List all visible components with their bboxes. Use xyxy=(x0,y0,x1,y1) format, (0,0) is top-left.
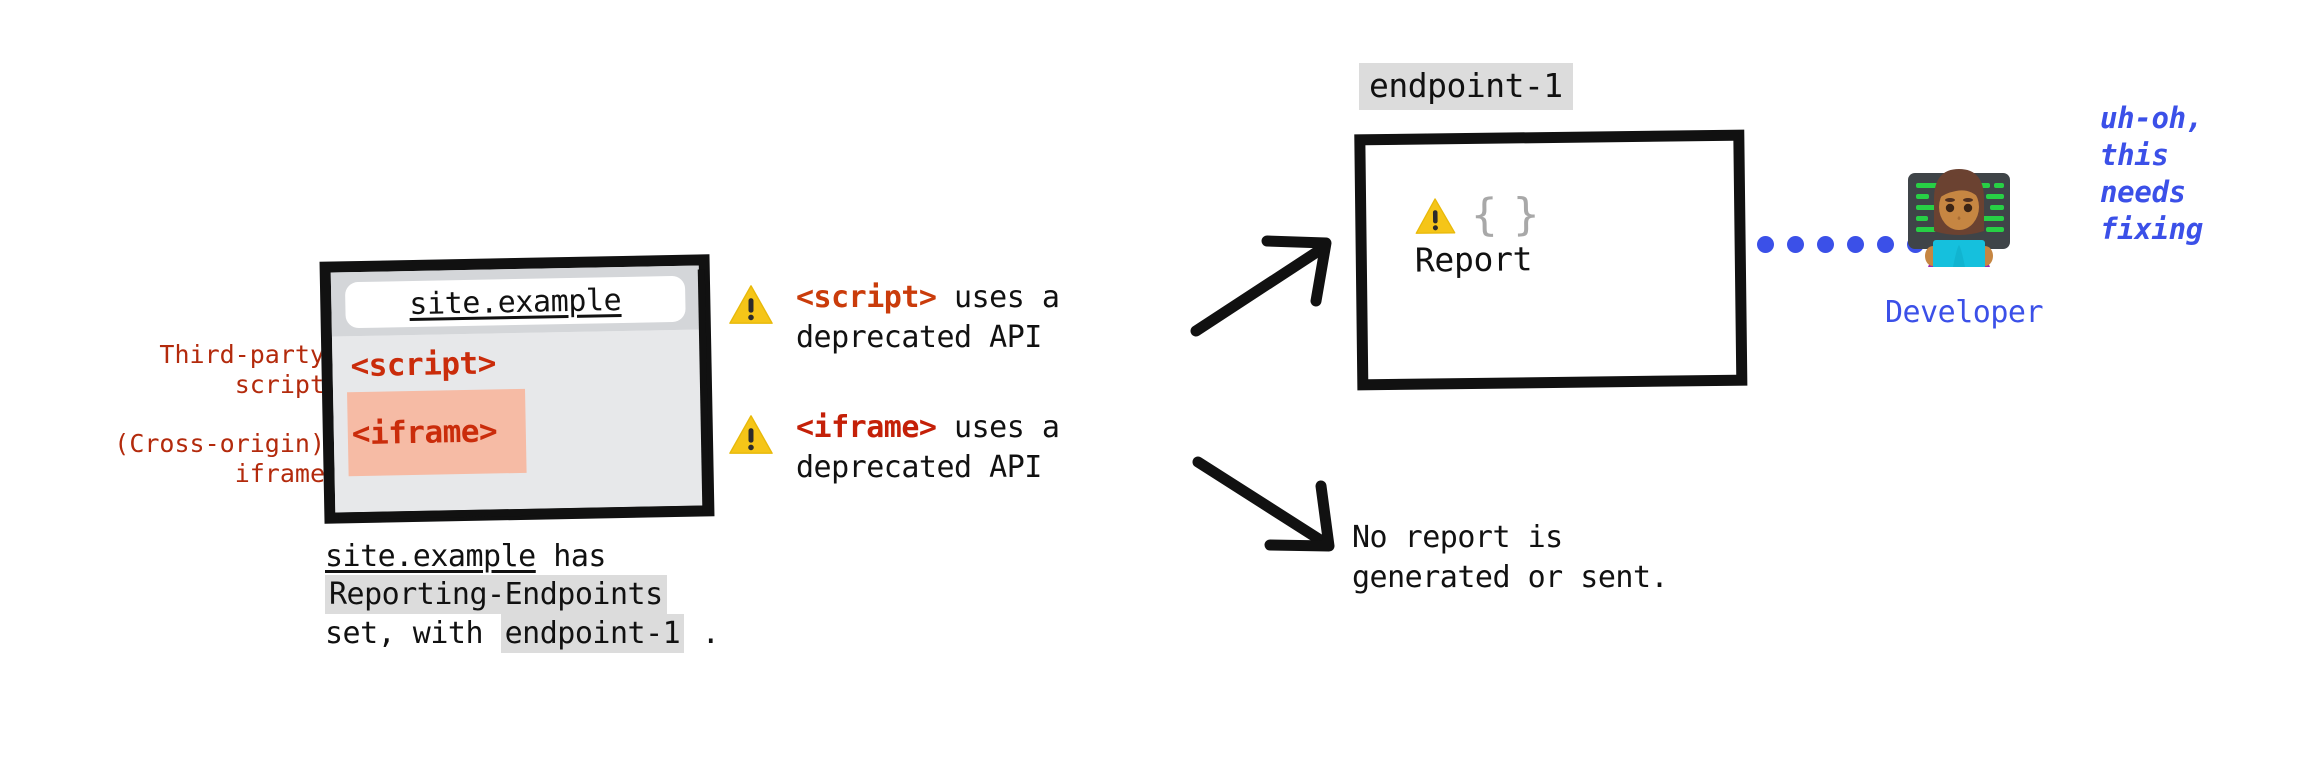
developer-speech: uh-oh, this needs fixing xyxy=(2100,100,2203,248)
no-report-line1: No report is xyxy=(1352,520,1563,555)
label-third-party-script-line2: script xyxy=(234,369,325,399)
report-box-outline: { } Report xyxy=(1354,129,1748,391)
warning-script-tag: <script> xyxy=(796,280,937,315)
warning-iframe-row: <iframe> uses a deprecated API xyxy=(728,408,1060,487)
caption-set-with: set, with xyxy=(325,615,501,651)
connector-dot xyxy=(1877,236,1894,253)
warning-script-row: <script> uses a deprecated API xyxy=(728,278,1060,357)
caption-endpoint-chip: endpoint-1 xyxy=(500,613,685,653)
label-third-party-script-line1: Third-party xyxy=(159,340,325,369)
label-third-party-script: Third-party script xyxy=(60,340,325,399)
warning-iframe-line2: deprecated API xyxy=(796,449,1042,485)
arrow-down-right-icon xyxy=(1192,456,1335,552)
woman-technologist-emoji xyxy=(1908,169,2010,267)
warning-triangle-icon xyxy=(729,415,773,454)
browser-viewport: <script> <iframe> xyxy=(331,329,704,513)
caption-header-chip: Reporting-Endpoints xyxy=(325,575,667,615)
browser-window-mock: site.example <script> <iframe> xyxy=(319,254,715,524)
caption-period: . xyxy=(684,615,720,651)
label-cross-origin-iframe-line1: (Cross-origin) xyxy=(114,429,325,458)
report-label: Report xyxy=(1414,239,1533,280)
warning-iframe-rest: uses a xyxy=(936,410,1060,445)
label-cross-origin-iframe: (Cross-origin) iframe xyxy=(60,429,325,488)
report-box-content: { } Report xyxy=(1414,189,1715,280)
connector-dot xyxy=(1757,236,1774,253)
browser-caption: site.example has Reporting-Endpoints set… xyxy=(325,538,785,653)
speech-line-1: uh-oh, xyxy=(2100,101,2203,135)
browser-chrome: site.example xyxy=(330,265,700,337)
no-report-text: No report is generated or sent. xyxy=(1352,518,1669,597)
report-icon-row: { } xyxy=(1414,189,1715,241)
warning-iframe-text: <iframe> uses a deprecated API xyxy=(796,408,1060,487)
connector-dot xyxy=(1847,236,1864,253)
warning-script-rest: uses a xyxy=(936,280,1060,315)
report-box: { } Report xyxy=(1354,129,1748,391)
warning-triangle-icon xyxy=(1415,198,1456,234)
iframe-highlight-box: <iframe> xyxy=(347,388,527,477)
iframe-tag-text: <iframe> xyxy=(351,413,498,453)
developer-label: Developer xyxy=(1885,295,2044,330)
warning-triangle-icon xyxy=(729,285,773,324)
script-tag-text: <script> xyxy=(350,345,497,385)
speech-line-4: fixing xyxy=(2100,212,2203,247)
label-cross-origin-iframe-line2: iframe xyxy=(234,458,325,488)
speech-line-3: needs xyxy=(2100,175,2186,210)
caption-site: site.example xyxy=(325,539,536,574)
warning-script-line2: deprecated API xyxy=(796,319,1042,355)
browser-frame: site.example <script> <iframe> xyxy=(319,254,715,524)
connector-dot xyxy=(1817,236,1834,253)
warning-script-text: <script> uses a deprecated API xyxy=(796,278,1060,357)
arrow-up-right-icon xyxy=(1190,235,1332,337)
side-annotations: Third-party script (Cross-origin) iframe xyxy=(60,340,325,518)
address-bar-url: site.example xyxy=(409,282,622,322)
caption-has: has xyxy=(535,539,606,574)
endpoint-label-chip: endpoint-1 xyxy=(1359,63,1573,110)
no-report-line2: generated or sent. xyxy=(1352,559,1669,595)
warning-iframe-tag: <iframe> xyxy=(796,410,937,445)
address-bar[interactable]: site.example xyxy=(344,275,686,329)
curly-braces-icon: { } xyxy=(1469,189,1541,241)
developer-figure: Developer xyxy=(1885,155,2044,330)
speech-line-2: this xyxy=(2100,138,2169,173)
connector-dot xyxy=(1787,236,1804,253)
